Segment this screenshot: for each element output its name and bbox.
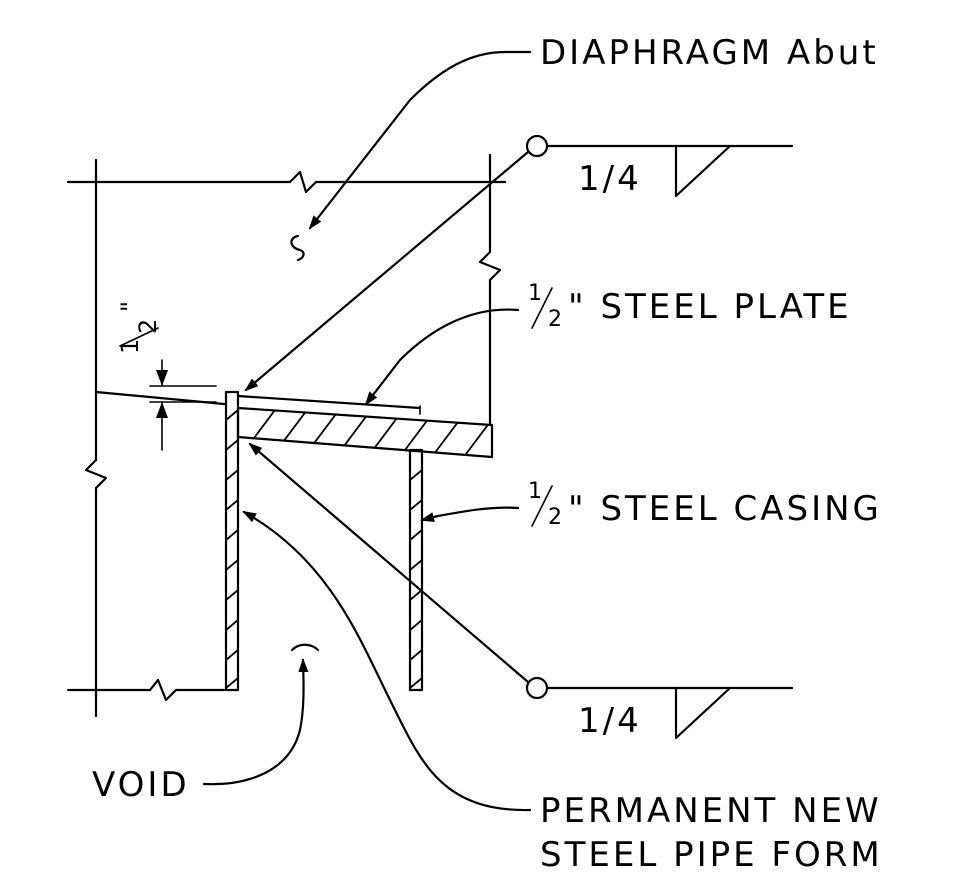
label-steel-plate: 1 2 " STEEL PLATE	[528, 281, 852, 332]
casing-frac-num: 1	[528, 479, 542, 504]
dimension-half-inch: 1 2 "	[116, 301, 217, 451]
label-pipe-form-line2: STEEL PIPE FORM	[540, 835, 883, 875]
top-surface-line	[94, 390, 422, 410]
casing-frac-den: 2	[548, 505, 562, 530]
leader-steel-plate	[364, 308, 520, 406]
dim-frac-num: 1	[116, 339, 144, 354]
leader-diaphragm	[290, 50, 532, 262]
steel-plate	[236, 405, 494, 459]
steel-casing-wall	[408, 448, 424, 692]
plate-frac-num: 1	[528, 281, 542, 306]
leader-pipe-form	[242, 510, 532, 812]
outer-boundary	[66, 153, 507, 718]
label-pipe-form-line1: PERMANENT NEW	[540, 791, 882, 831]
pipe-form-wall	[224, 390, 240, 692]
leader-steel-casing	[420, 506, 520, 522]
plate-text: " STEEL PLATE	[568, 287, 852, 327]
label-void: VOID	[92, 765, 190, 805]
leader-void	[202, 643, 320, 786]
casing-text: " STEEL CASING	[568, 489, 882, 529]
dim-inch-mark: "	[116, 301, 144, 312]
weld-top-size: 1/4	[578, 159, 642, 199]
label-steel-casing: 1 2 " STEEL CASING	[528, 479, 882, 530]
dim-frac-den: 2	[134, 319, 162, 334]
label-diaphragm: DIAPHRAGM Abut	[540, 33, 879, 73]
weld-symbol-bottom	[248, 442, 794, 740]
plate-frac-den: 2	[548, 307, 562, 332]
weld-symbol-top	[244, 134, 794, 392]
weld-bottom-size: 1/4	[578, 701, 642, 741]
